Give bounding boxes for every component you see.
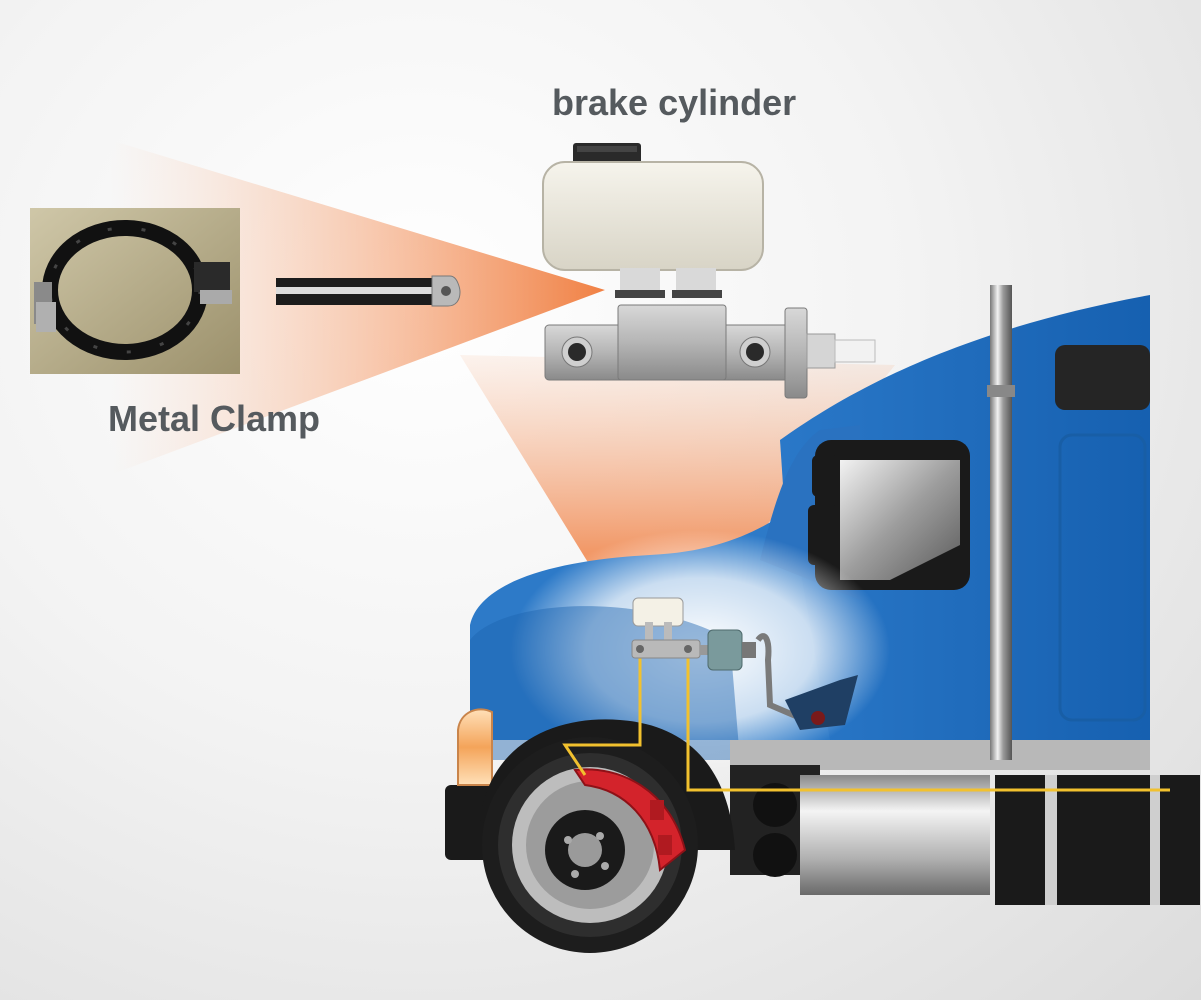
fuel-tank xyxy=(800,775,990,895)
brake-cylinder-label: brake cylinder xyxy=(552,82,797,123)
cylinder-callout-beam xyxy=(460,355,895,590)
brake-caliper-icon xyxy=(573,768,687,872)
side-window xyxy=(840,460,960,580)
small-brake-cylinder xyxy=(631,597,756,671)
clamp-strip-icon xyxy=(276,275,461,307)
metal-clamp-photo-icon xyxy=(30,208,240,374)
headlight xyxy=(457,708,493,786)
brake-pedal-icon xyxy=(755,633,858,730)
exhaust-stack xyxy=(990,285,1012,760)
brake-lines xyxy=(562,652,1170,792)
brake-cylinder-icon xyxy=(542,143,876,399)
metal-clamp-label: Metal Clamp xyxy=(108,398,321,439)
